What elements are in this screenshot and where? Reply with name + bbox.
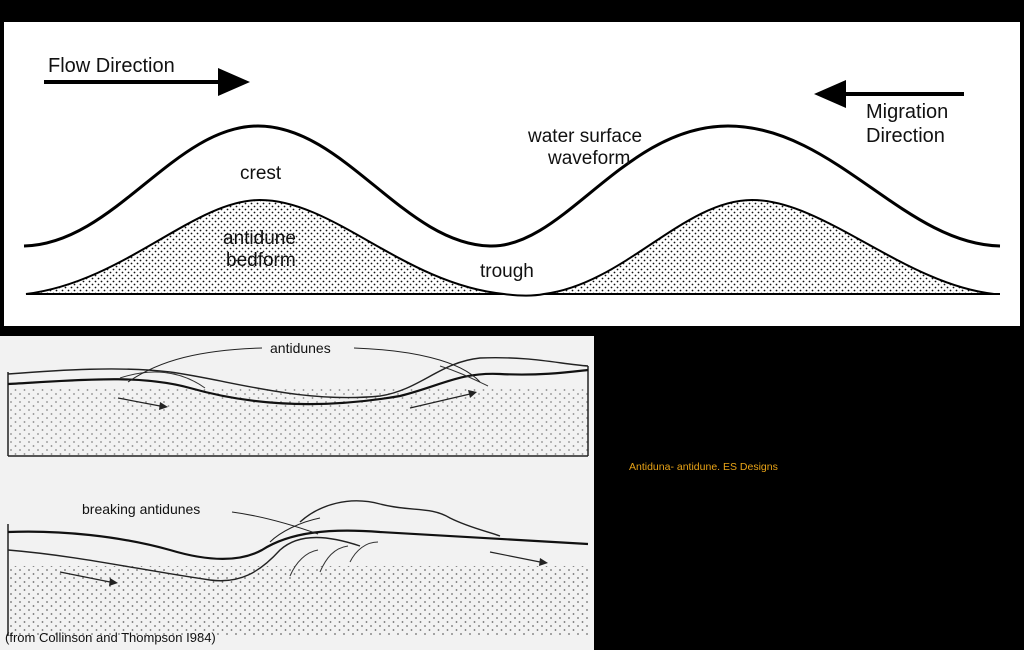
trough-label: trough bbox=[480, 261, 534, 282]
caption-text: Antiduna- antidune. ES Designs bbox=[629, 461, 778, 473]
antidune-schematic-panel: Flow Direction Migration Direction crest… bbox=[2, 20, 1022, 328]
migration-direction-arrow bbox=[814, 80, 964, 108]
bed-baseline bbox=[26, 293, 1000, 297]
antidune-sketches: antidunes breaking antidunes (from Colli… bbox=[5, 340, 589, 645]
antidune-label-line2: bedform bbox=[226, 250, 296, 271]
flow-direction-label: Flow Direction bbox=[48, 55, 175, 77]
migration-label-line2: Direction bbox=[866, 125, 945, 147]
antidunes-label: antidunes bbox=[270, 340, 331, 356]
water-surface-label-line2: waveform bbox=[547, 148, 630, 169]
water-surface-label-line1: water surface bbox=[527, 126, 642, 147]
migration-label-line1: Migration bbox=[866, 101, 948, 123]
antidune-label-line1: antidune bbox=[223, 228, 296, 249]
antidunes-sketch bbox=[7, 347, 589, 457]
antidune-schematic: Flow Direction Migration Direction crest… bbox=[23, 55, 1001, 297]
antidune-bedform-right bbox=[543, 198, 995, 295]
antidune-bedform-left bbox=[25, 198, 505, 295]
water-surface-waveform bbox=[23, 124, 1001, 248]
source-citation: (from Collinson and Thompson I984) bbox=[5, 630, 216, 645]
antidune-sketch-panel: antidunes breaking antidunes (from Colli… bbox=[0, 336, 594, 650]
breaking-antidunes-label: breaking antidunes bbox=[82, 501, 200, 517]
crest-label: crest bbox=[240, 163, 282, 184]
flow-direction-arrow bbox=[44, 68, 250, 96]
breaking-antidunes-sketch bbox=[7, 500, 589, 636]
